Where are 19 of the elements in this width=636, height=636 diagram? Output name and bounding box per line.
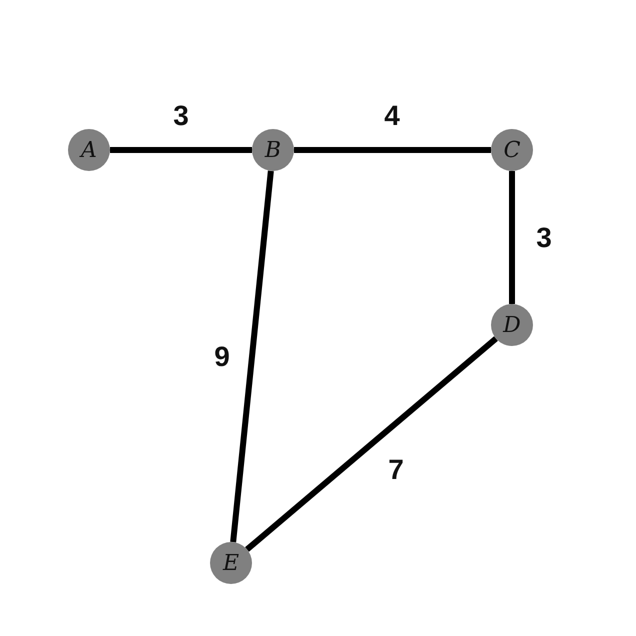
node-circle: [210, 542, 252, 584]
edge-label: 3: [536, 222, 552, 254]
edge-line: [230, 170, 274, 542]
node-label: D: [503, 312, 521, 338]
node-circle: [491, 129, 533, 171]
edge-line: [509, 171, 515, 304]
edge-line: [294, 147, 491, 153]
edge-label: 4: [384, 100, 400, 132]
edge-label: 7: [388, 454, 404, 486]
edge-label: 3: [173, 100, 189, 132]
node-label: E: [222, 550, 240, 576]
edge-line: [110, 147, 252, 153]
edge-label: 9: [214, 341, 230, 373]
node-circle: [252, 129, 294, 171]
node-label: C: [504, 138, 520, 162]
node-label: B: [264, 138, 282, 162]
node-circle: [491, 304, 533, 346]
node-label: A: [81, 138, 97, 162]
node-circle: [68, 129, 110, 171]
